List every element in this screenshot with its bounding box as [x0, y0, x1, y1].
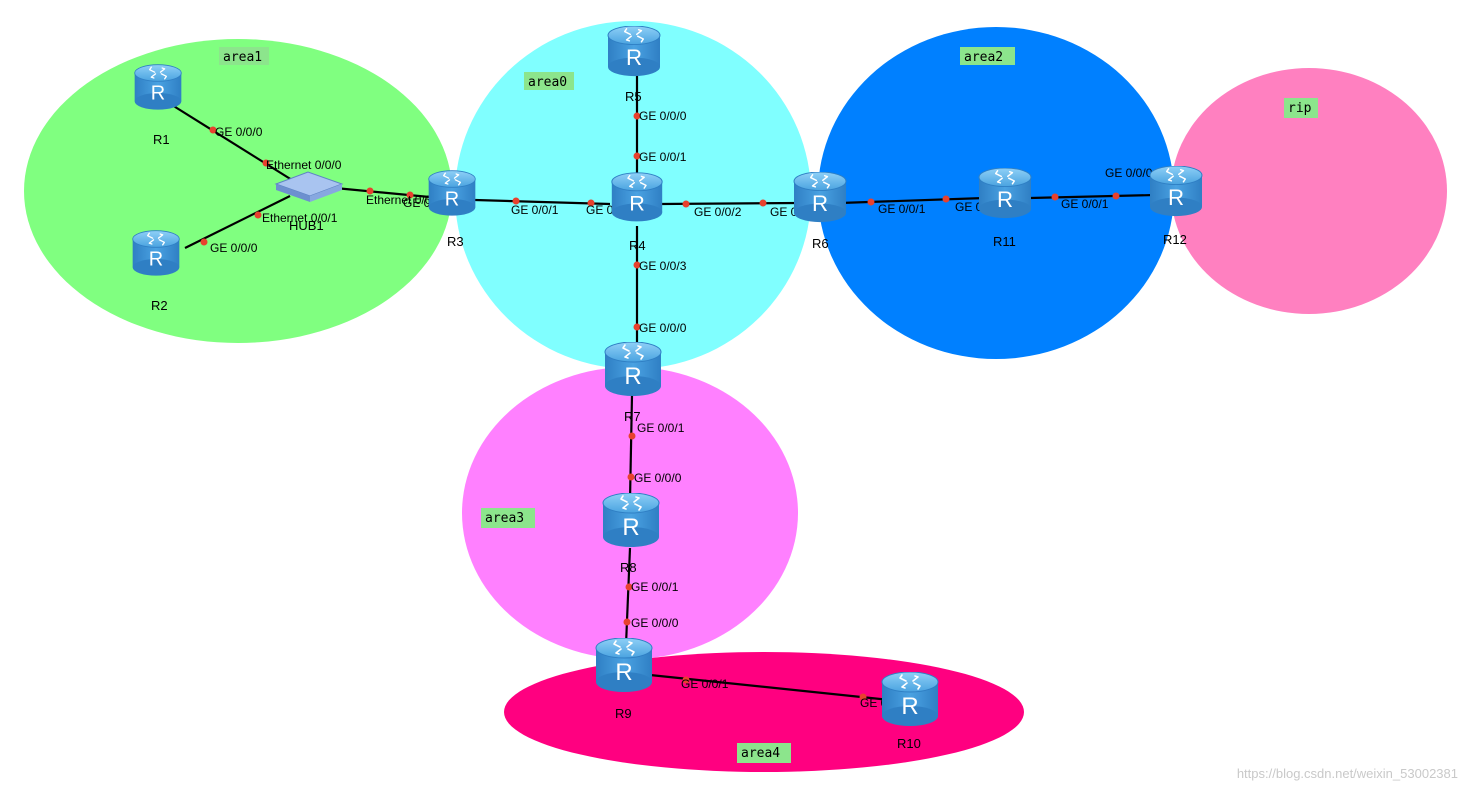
link-r7-r8 — [628, 394, 634, 501]
router-icon — [978, 168, 1032, 219]
node-label: R5 — [625, 89, 642, 104]
link-r4-r6 — [659, 201, 801, 206]
port-label: GE 0/0/3 — [639, 259, 687, 273]
port-label: GE 0/0/0 — [210, 241, 258, 255]
router-icon — [793, 172, 847, 223]
port-label: Ethernet 0/0/1 — [262, 211, 338, 225]
port-label: GE 0/0/1 — [639, 150, 687, 164]
link-r8-r9 — [624, 547, 632, 646]
router-r12[interactable]: R12 — [1149, 166, 1203, 247]
node-label: R3 — [447, 234, 464, 249]
port-label: Ethernet 0/0/0 — [266, 158, 342, 172]
node-label: R6 — [812, 236, 829, 251]
area-label: rip — [1288, 101, 1312, 116]
link-r1-hub1 — [171, 104, 301, 186]
router-r11[interactable]: R11 — [978, 168, 1032, 249]
router-r8[interactable]: R8 — [602, 493, 660, 575]
port-label: GE 0/0/1 — [511, 203, 559, 217]
port-label: GE 0/0/1 — [681, 677, 729, 691]
port-label: GE 0/0/0 — [1105, 166, 1153, 180]
port-label: GE 0/0/0 — [634, 471, 682, 485]
link-r9-r10 — [649, 673, 891, 702]
router-r5[interactable]: R5 — [607, 26, 661, 104]
router-icon — [607, 26, 661, 77]
port-label: GE 0/0/0 — [639, 109, 687, 123]
router-icon — [427, 170, 477, 217]
node-label: HUB1 — [289, 218, 324, 233]
router-icon — [131, 230, 181, 277]
area1-region — [24, 39, 452, 343]
hub-icon — [274, 171, 344, 202]
node-label: R4 — [629, 238, 646, 253]
link-r6-r11 — [839, 196, 986, 205]
link-hub1-r3 — [334, 186, 441, 200]
router-r4[interactable]: R4 — [611, 172, 663, 253]
router-icon — [611, 172, 663, 223]
router-icon — [1149, 166, 1203, 217]
node-label: R1 — [153, 132, 170, 147]
router-icon — [604, 342, 662, 397]
area-label: area0 — [528, 75, 567, 90]
port-label: GE 0/0/1 — [631, 580, 679, 594]
port-label: GE 0/0/0 — [631, 616, 679, 630]
rip-region — [1171, 68, 1447, 314]
port-label: Ethernet 0/0/2 — [366, 193, 442, 207]
hub-hub1[interactable]: HUB1 — [274, 171, 344, 233]
router-r2[interactable]: R2 — [131, 230, 181, 313]
node-label: R11 — [993, 234, 1016, 249]
area-label: area4 — [741, 746, 780, 761]
router-icon — [133, 64, 183, 111]
node-label: R9 — [615, 706, 632, 721]
router-r10[interactable]: R10 — [881, 672, 939, 751]
router-icon — [881, 672, 939, 727]
router-r6[interactable]: R6 — [793, 172, 847, 251]
watermark-text: https://blog.csdn.net/weixin_53002381 — [1237, 766, 1458, 781]
router-icon — [602, 493, 660, 548]
node-label: R2 — [151, 298, 168, 313]
router-r7[interactable]: R7 — [604, 342, 662, 424]
port-label: GE 0/0/2 — [694, 205, 742, 219]
node-label: R8 — [620, 560, 637, 575]
port-label: GE 0/0/0 — [215, 125, 263, 139]
port-label: GE 0/0/1 — [1061, 197, 1109, 211]
link-r11-r12 — [1029, 193, 1156, 200]
area-label: area2 — [964, 50, 1003, 65]
port-label: GE 0/0/0 — [639, 321, 687, 335]
router-r1[interactable]: R1 — [133, 64, 183, 147]
port-label: GE 0/0/1 — [637, 421, 685, 435]
router-icon — [595, 638, 653, 693]
node-label: R10 — [897, 736, 921, 751]
port-label: GE 0/0/1 — [878, 202, 926, 216]
router-r3[interactable]: R3 — [427, 170, 477, 249]
link-r3-r4 — [474, 198, 611, 206]
router-r9[interactable]: R9 — [595, 638, 653, 721]
node-label: R7 — [624, 409, 641, 424]
area-label: area1 — [223, 50, 262, 65]
area-label: area3 — [485, 511, 524, 526]
node-label: R12 — [1163, 232, 1187, 247]
